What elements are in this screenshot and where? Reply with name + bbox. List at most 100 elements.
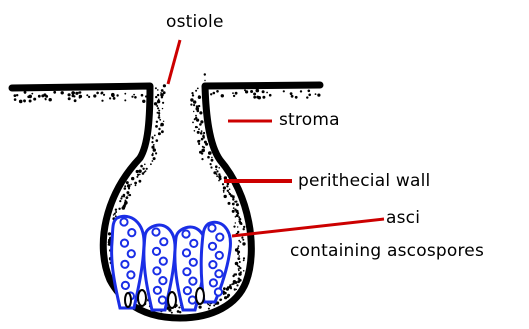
stroma-dot xyxy=(194,130,196,132)
stroma-dot xyxy=(226,185,228,187)
stroma-dot xyxy=(163,84,166,87)
stroma-dot xyxy=(262,96,265,99)
ascospore xyxy=(128,250,135,257)
stroma-dot xyxy=(235,222,236,223)
stroma-dot xyxy=(142,168,144,170)
stroma-dot xyxy=(153,149,155,151)
asci-label: asci xyxy=(386,208,420,228)
stroma-dot xyxy=(108,244,110,246)
ascospore xyxy=(189,278,196,285)
stroma-dot xyxy=(308,94,311,97)
stroma-dot xyxy=(74,99,77,102)
stroma-dot xyxy=(199,151,202,154)
stroma-dot xyxy=(221,94,224,97)
stroma-dot xyxy=(160,125,161,126)
stroma-dot xyxy=(29,100,32,103)
stroma-dot xyxy=(238,255,240,257)
stroma-dot xyxy=(192,94,194,96)
stroma-dot xyxy=(190,104,192,106)
stroma-dot xyxy=(156,139,159,142)
ascospore xyxy=(121,240,128,247)
stroma-dot xyxy=(291,95,294,98)
stroma-dot xyxy=(109,97,111,99)
ascospore xyxy=(182,230,189,237)
stroma-dot xyxy=(119,200,121,202)
ascospore xyxy=(127,271,134,278)
stroma-dot xyxy=(210,166,212,168)
stroma-dot xyxy=(161,89,164,92)
stroma-dot xyxy=(208,151,212,155)
stroma-dot xyxy=(306,96,308,98)
stroma-dot xyxy=(211,159,214,162)
stroma-dot xyxy=(93,94,96,97)
stroma-dot xyxy=(171,312,173,314)
ascospore xyxy=(209,261,216,268)
stroma-dot xyxy=(245,90,248,93)
stroma-dot xyxy=(161,130,164,133)
stroma-dot xyxy=(118,208,120,210)
stroma-dot xyxy=(229,188,231,190)
stroma-dot xyxy=(290,92,293,95)
stroma-dot xyxy=(223,287,226,290)
ascospore xyxy=(184,287,191,294)
stroma-dot xyxy=(243,228,245,230)
stroma-dot xyxy=(151,141,153,143)
stroma-dot xyxy=(242,242,245,245)
stroma-dot xyxy=(237,231,239,233)
stroma-dot xyxy=(101,100,103,102)
stroma-dot xyxy=(234,288,236,290)
stroma-dot xyxy=(234,281,237,284)
stroma-dot xyxy=(228,202,231,205)
stroma-dot xyxy=(227,190,229,192)
stroma-dot xyxy=(126,181,129,184)
stroma-dot xyxy=(129,194,131,196)
stroma-dot xyxy=(153,144,155,146)
stroma-dot xyxy=(208,308,210,310)
stroma-dot xyxy=(236,289,237,290)
stroma-dot xyxy=(266,92,268,94)
stroma-dot xyxy=(75,92,78,95)
stroma-dot xyxy=(238,268,240,270)
stroma-dot xyxy=(14,94,17,97)
stroma-dot xyxy=(238,216,240,218)
stroma-dot xyxy=(31,93,33,95)
stroma-dot xyxy=(136,170,139,173)
stroma-dot xyxy=(233,195,235,197)
stroma-dot xyxy=(232,92,234,94)
stroma-dot xyxy=(127,194,129,196)
stroma-dot xyxy=(158,132,161,135)
stroma-dot xyxy=(232,203,235,206)
ascospore xyxy=(209,243,216,250)
stroma-dot xyxy=(235,201,237,203)
stroma-dot xyxy=(243,260,245,262)
stroma-dot xyxy=(204,73,206,75)
ascospore xyxy=(216,252,223,259)
stroma-dot xyxy=(124,93,126,95)
ostiole-label: ostiole xyxy=(166,12,224,32)
stroma-dot xyxy=(243,226,245,228)
stroma-dot xyxy=(168,309,171,312)
stroma-dot xyxy=(233,226,235,228)
stroma-dot xyxy=(210,163,212,165)
stroma-dot xyxy=(255,89,259,93)
stroma-dot xyxy=(155,96,157,98)
stroma-dot xyxy=(236,284,238,286)
stroma-dot xyxy=(124,185,126,187)
stroma-dot xyxy=(154,135,156,137)
stroma-dot xyxy=(190,98,193,101)
stroma-dot xyxy=(142,172,145,175)
stroma-dot xyxy=(139,180,142,183)
stroma-dot xyxy=(224,195,227,198)
stroma-dot xyxy=(103,94,105,96)
stroma-dot xyxy=(111,94,114,97)
stroma-dot xyxy=(159,119,161,121)
stroma-dot xyxy=(127,184,131,188)
ascospore xyxy=(208,224,215,231)
stroma-dot xyxy=(204,141,207,144)
stroma-dot xyxy=(134,96,137,99)
stroma-dot xyxy=(152,160,154,162)
stroma-dot xyxy=(237,257,240,260)
stroma-dot xyxy=(141,94,144,97)
stroma-dot xyxy=(86,94,88,96)
stroma-label: stroma xyxy=(279,110,340,130)
